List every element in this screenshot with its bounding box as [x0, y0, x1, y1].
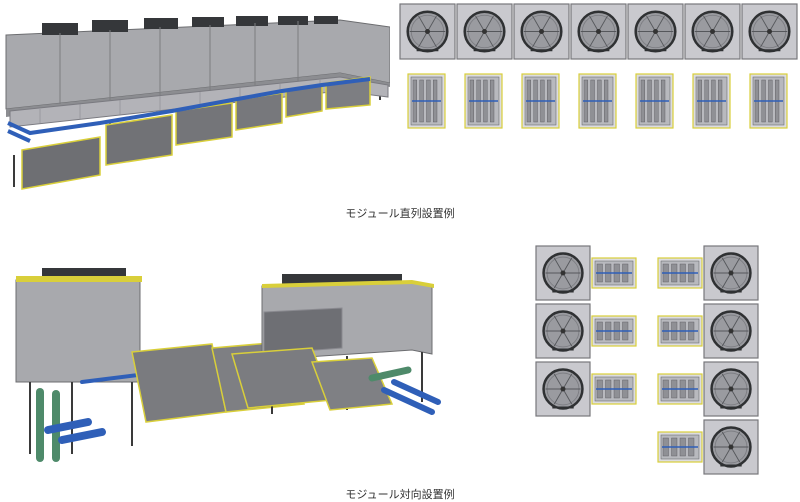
facing-plan-drawing	[535, 245, 759, 475]
fan-icon	[577, 10, 620, 53]
caption-facing: モジュール対向設置例	[345, 488, 455, 501]
fan-module	[513, 3, 570, 60]
pump-module	[635, 73, 674, 129]
facing-plan-view	[532, 240, 800, 478]
series-3d-render	[5, 16, 390, 190]
pump-module	[407, 73, 446, 129]
fan-module	[456, 3, 513, 60]
fan-module	[703, 419, 759, 475]
fan-icon	[542, 310, 584, 352]
fan-icon	[542, 368, 584, 410]
pump-module	[657, 373, 703, 405]
series-plan-view	[398, 2, 800, 134]
fan-icon	[748, 10, 791, 53]
fan-icon	[710, 252, 752, 294]
pump-module	[657, 257, 703, 289]
pump-module	[464, 73, 503, 129]
fan-icon	[710, 426, 752, 468]
fan-icon	[406, 10, 449, 53]
fan-icon	[710, 310, 752, 352]
pump-module	[749, 73, 788, 129]
fan-module	[703, 245, 759, 301]
fan-module	[703, 303, 759, 359]
fan-stack	[42, 268, 126, 278]
caption-series: モジュール直列設置例	[345, 207, 455, 220]
fan-module	[399, 3, 456, 60]
fan-module	[741, 3, 798, 60]
fan-stack	[282, 274, 402, 284]
fan-icon	[634, 10, 677, 53]
pump-module	[591, 373, 637, 405]
fan-icon	[691, 10, 734, 53]
fan-module	[535, 303, 591, 359]
fan-module	[535, 361, 591, 417]
pump-module	[578, 73, 617, 129]
pump-module	[657, 315, 703, 347]
facing-3d-view	[12, 262, 442, 462]
pump-module	[591, 257, 637, 289]
pump-module	[521, 73, 560, 129]
fan-module	[684, 3, 741, 60]
pump-module	[692, 73, 731, 129]
series-3d-view	[0, 5, 390, 195]
pump-module	[657, 431, 703, 463]
fan-icon	[710, 368, 752, 410]
fan-module	[703, 361, 759, 417]
fan-module	[535, 245, 591, 301]
fan-module	[627, 3, 684, 60]
fan-icon	[542, 252, 584, 294]
facing-3d-render	[15, 268, 441, 462]
pump-module	[591, 315, 637, 347]
fan-module	[570, 3, 627, 60]
series-plan-drawing	[399, 3, 798, 129]
fan-icon	[463, 10, 506, 53]
fan-icon	[520, 10, 563, 53]
